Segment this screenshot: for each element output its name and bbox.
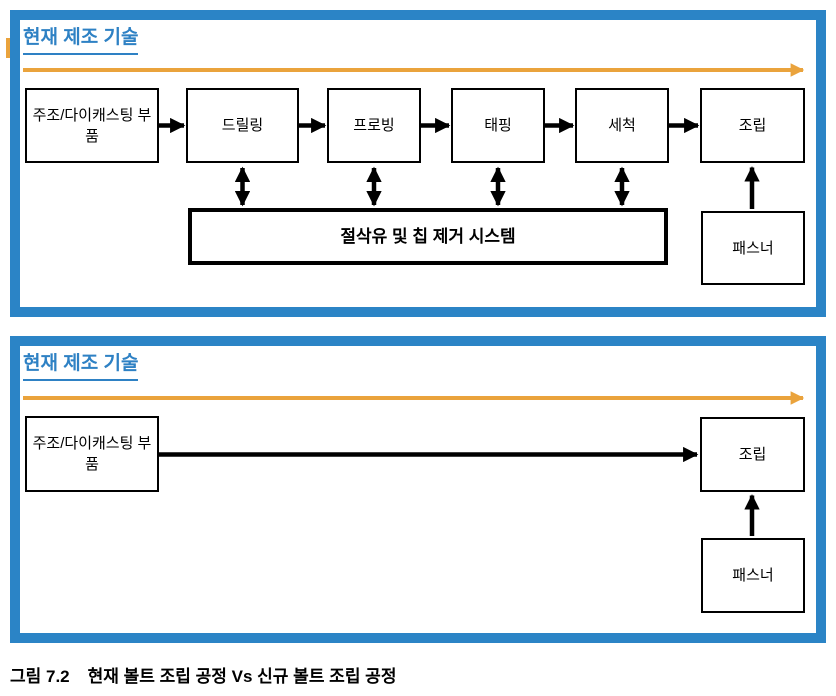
- panel-new-process: 현재 제조 기술 주조/다이캐스팅 부품 조립 패스너: [10, 336, 826, 643]
- panel-current-process: 현재 제조 기술: [10, 10, 826, 317]
- coolant-chip-removal-system-box: 절삭유 및 칩 제거 시스템: [188, 208, 668, 265]
- process-box-casting: 주조/다이캐스팅 부품: [25, 416, 159, 492]
- fastener-box: 패스너: [701, 211, 805, 285]
- process-box-drilling: 드릴링: [186, 88, 299, 163]
- panel-title: 현재 제조 기술: [23, 27, 139, 55]
- figure-caption-number: 그림 7.2: [10, 667, 70, 686]
- process-box-assembly: 조립: [700, 417, 805, 492]
- figure-caption: 그림 7.2 현재 볼트 조립 공정 Vs 신규 볼트 조립 공정: [10, 662, 396, 687]
- process-box-assembly: 조립: [700, 88, 805, 163]
- process-box-casting: 주조/다이캐스팅 부품: [25, 88, 159, 163]
- panel-title: 현재 제조 기술: [23, 353, 139, 381]
- process-box-tapping: 태핑: [451, 88, 545, 163]
- orange-accent-bar: [6, 38, 10, 58]
- process-box-washing: 세척: [575, 88, 669, 163]
- process-box-probing: 프로빙: [327, 88, 421, 163]
- fastener-box: 패스너: [701, 538, 805, 613]
- figure-caption-text: 현재 볼트 조립 공정 Vs 신규 볼트 조립 공정: [87, 667, 397, 686]
